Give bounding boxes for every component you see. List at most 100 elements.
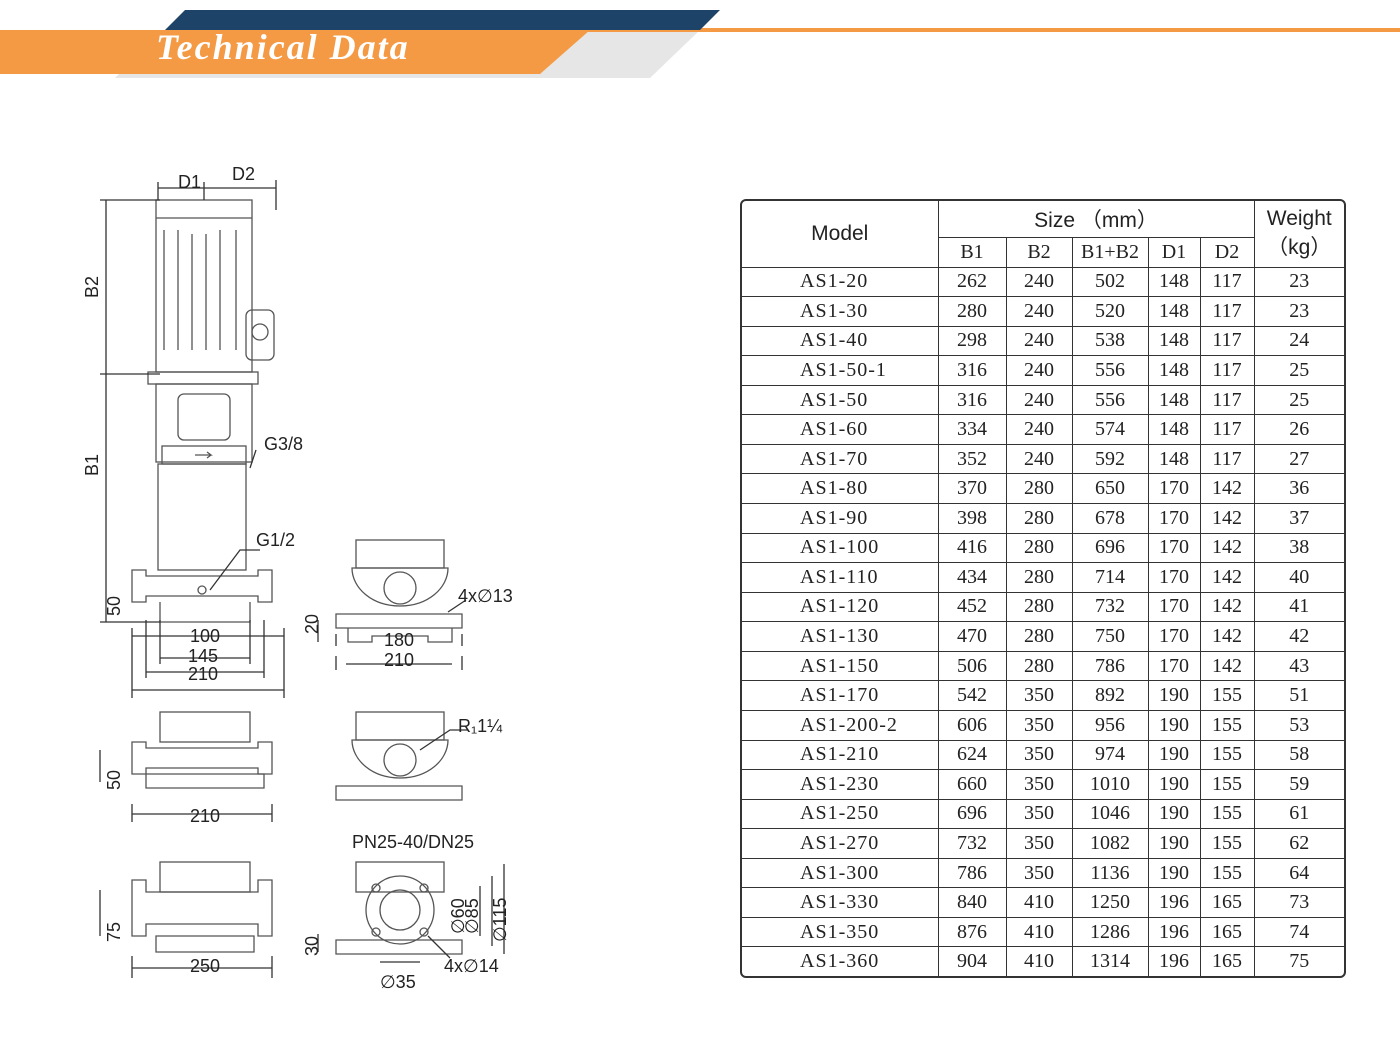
value-cell: 298 bbox=[937, 325, 1007, 357]
value-cell: 142 bbox=[1199, 650, 1255, 682]
model-cell: AS1-230 bbox=[742, 769, 939, 800]
value-cell: 170 bbox=[1147, 621, 1201, 652]
value-cell: 165 bbox=[1199, 946, 1255, 976]
value-cell: 64 bbox=[1253, 857, 1344, 889]
model-cell: AS1-270 bbox=[742, 828, 939, 859]
value-cell: 117 bbox=[1199, 296, 1255, 327]
value-cell: 262 bbox=[937, 266, 1007, 298]
dim-50-a: 50 bbox=[104, 596, 124, 616]
value-cell: 142 bbox=[1199, 532, 1255, 564]
model-cell: AS1-170 bbox=[742, 680, 939, 711]
dim-115: ∅115 bbox=[490, 898, 510, 942]
value-cell: 142 bbox=[1199, 621, 1255, 652]
value-cell: 155 bbox=[1199, 769, 1255, 800]
value-cell: 59 bbox=[1253, 769, 1344, 800]
value-cell: 43 bbox=[1253, 650, 1344, 682]
dim-50-b: 50 bbox=[104, 770, 124, 790]
value-cell: 280 bbox=[1005, 503, 1073, 534]
model-cell: AS1-70 bbox=[742, 443, 939, 475]
value-cell: 23 bbox=[1253, 296, 1344, 327]
value-cell: 142 bbox=[1199, 591, 1255, 623]
subheader-row: B1 B2 B1+B2 D1 D2 bbox=[742, 236, 1344, 268]
subheader-b1b2: B1+B2 bbox=[1071, 236, 1149, 268]
dim-60: ∅60 bbox=[448, 898, 468, 934]
value-cell: 170 bbox=[1147, 473, 1201, 504]
dim-85: ∅85 bbox=[462, 898, 482, 934]
value-cell: 165 bbox=[1199, 887, 1255, 918]
value-cell: 1286 bbox=[1071, 916, 1149, 948]
model-cell: AS1-360 bbox=[742, 946, 939, 976]
value-cell: 974 bbox=[1071, 739, 1149, 771]
model-cell: AS1-90 bbox=[742, 503, 939, 534]
value-cell: 190 bbox=[1147, 798, 1201, 830]
value-cell: 25 bbox=[1253, 384, 1344, 416]
header-weight-line1: Weight bbox=[1266, 206, 1332, 230]
value-cell: 40 bbox=[1253, 562, 1344, 593]
value-cell: 350 bbox=[1005, 769, 1073, 800]
subheader-d2: D2 bbox=[1199, 236, 1254, 268]
value-cell: 61 bbox=[1253, 798, 1344, 830]
value-cell: 732 bbox=[937, 828, 1007, 859]
value-cell: 786 bbox=[937, 857, 1007, 889]
dim-35: ∅35 bbox=[380, 972, 416, 992]
pump-column bbox=[157, 463, 247, 571]
value-cell: 24 bbox=[1253, 325, 1344, 357]
value-cell: 786 bbox=[1071, 650, 1149, 682]
value-cell: 240 bbox=[1005, 414, 1073, 445]
value-cell: 155 bbox=[1199, 798, 1255, 830]
value-cell: 416 bbox=[937, 532, 1007, 564]
dim-210-c: 210 bbox=[190, 806, 220, 826]
value-cell: 650 bbox=[1071, 473, 1149, 504]
value-cell: 148 bbox=[1147, 443, 1201, 475]
value-cell: 74 bbox=[1253, 916, 1344, 948]
value-cell: 190 bbox=[1147, 769, 1201, 800]
value-cell: 556 bbox=[1071, 355, 1149, 386]
spec-table: Model Size （mm） Weight （kg） B1 B2 B1+B2 … bbox=[742, 201, 1344, 976]
motor-bracket bbox=[147, 371, 259, 385]
value-cell: 556 bbox=[1071, 384, 1149, 416]
value-cell: 142 bbox=[1199, 562, 1255, 593]
value-cell: 350 bbox=[1005, 709, 1073, 741]
value-cell: 1046 bbox=[1071, 798, 1149, 830]
model-cell: AS1-40 bbox=[742, 325, 939, 357]
value-cell: 240 bbox=[1005, 325, 1073, 357]
value-cell: 117 bbox=[1199, 325, 1255, 357]
value-cell: 196 bbox=[1147, 887, 1201, 918]
value-cell: 148 bbox=[1147, 296, 1201, 327]
value-cell: 155 bbox=[1199, 709, 1255, 741]
value-cell: 38 bbox=[1253, 532, 1344, 564]
subheader-b1: B1 bbox=[938, 236, 1007, 268]
value-cell: 350 bbox=[1005, 798, 1073, 830]
value-cell: 750 bbox=[1071, 621, 1149, 652]
value-cell: 316 bbox=[937, 384, 1007, 416]
value-cell: 148 bbox=[1147, 266, 1201, 298]
value-cell: 280 bbox=[937, 296, 1007, 327]
model-cell: AS1-330 bbox=[742, 887, 939, 918]
model-cell: AS1-300 bbox=[742, 857, 939, 889]
value-cell: 574 bbox=[1071, 414, 1149, 445]
model-cell: AS1-30 bbox=[742, 296, 939, 327]
value-cell: 196 bbox=[1147, 946, 1201, 976]
value-cell: 502 bbox=[1071, 266, 1149, 298]
value-cell: 434 bbox=[937, 562, 1007, 593]
dim-180: 180 bbox=[384, 630, 414, 650]
value-cell: 42 bbox=[1253, 621, 1344, 652]
subheader-d1: D1 bbox=[1147, 236, 1201, 268]
model-cell: AS1-20 bbox=[742, 266, 939, 298]
value-cell: 1082 bbox=[1071, 828, 1149, 859]
value-cell: 51 bbox=[1253, 680, 1344, 711]
model-cell: AS1-210 bbox=[742, 739, 939, 771]
dim-4x14: 4x∅14 bbox=[444, 956, 499, 976]
model-cell: AS1-250 bbox=[742, 798, 939, 830]
